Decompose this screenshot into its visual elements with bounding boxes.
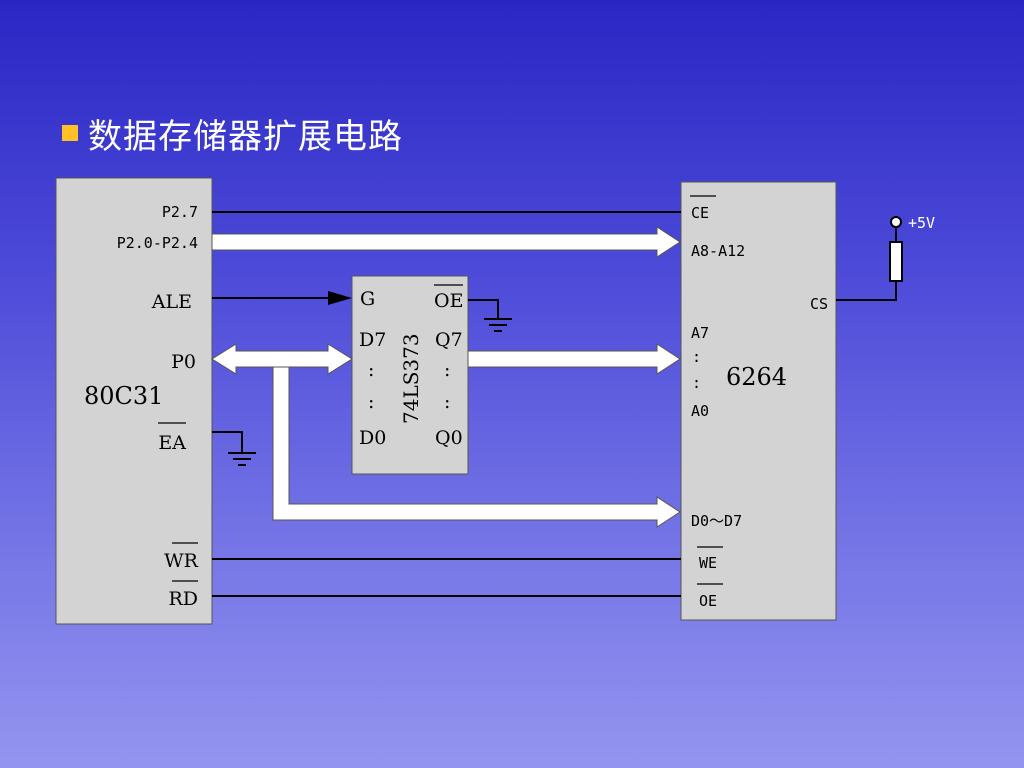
label-d0: D0 [359, 427, 386, 449]
label-oe-latch: OE [434, 290, 463, 312]
label-d0-d7: D0～D7 [691, 512, 742, 530]
active-low-bars [158, 195, 723, 585]
label-80c31: 80C31 [84, 382, 163, 410]
label-74ls373: 74LS373 [399, 333, 423, 424]
bus-q-a [467, 343, 681, 375]
label-vcc: +5V [908, 214, 935, 232]
label-d-dots-2: : [368, 391, 374, 413]
label-cs: CS [810, 295, 828, 313]
ground-symbol-ea [212, 431, 256, 466]
label-d-dots-1: : [368, 359, 374, 381]
arrow-ale-g [328, 291, 352, 305]
bus-p2-a8a12 [211, 226, 681, 258]
label-a0: A0 [691, 402, 709, 420]
ground-symbol-oe [468, 299, 512, 332]
label-wr: WR [164, 550, 199, 572]
label-ea: EA [158, 432, 186, 454]
label-q0: Q0 [435, 427, 463, 449]
bus-p0-d [211, 343, 353, 375]
label-q7: Q7 [435, 329, 463, 351]
label-p20-p24: P2.0-P2.4 [117, 234, 198, 252]
title-text: 数据存储器扩展电路 [88, 116, 403, 157]
label-a8-a12: A8-A12 [691, 242, 745, 260]
label-q-dots-2: : [444, 391, 450, 413]
slide-title: 数据存储器扩展电路 [62, 108, 403, 158]
pullup-resistor [889, 241, 903, 282]
label-6264: 6264 [726, 363, 787, 391]
label-a-dots-2: : [692, 374, 701, 392]
square-bullet-icon [62, 125, 78, 141]
label-p27: P2.7 [162, 203, 198, 221]
chip-80c31 [55, 177, 213, 625]
label-p0: P0 [171, 351, 196, 373]
label-ale: ALE [151, 291, 192, 313]
label-rd: RD [168, 588, 198, 610]
bus-p0-data [272, 366, 681, 528]
label-oe-ram: OE [699, 592, 717, 610]
label-q-dots-1: : [444, 359, 450, 381]
vcc-terminal [890, 216, 902, 228]
chip-74ls373 [351, 275, 469, 475]
label-we: WE [699, 554, 717, 572]
wire-cs-vcc [836, 281, 897, 301]
label-g: G [360, 288, 375, 310]
label-a-dots-1: : [692, 348, 701, 366]
label-a7: A7 [691, 324, 709, 342]
label-d7: D7 [359, 329, 386, 351]
label-ce: CE [691, 204, 709, 222]
